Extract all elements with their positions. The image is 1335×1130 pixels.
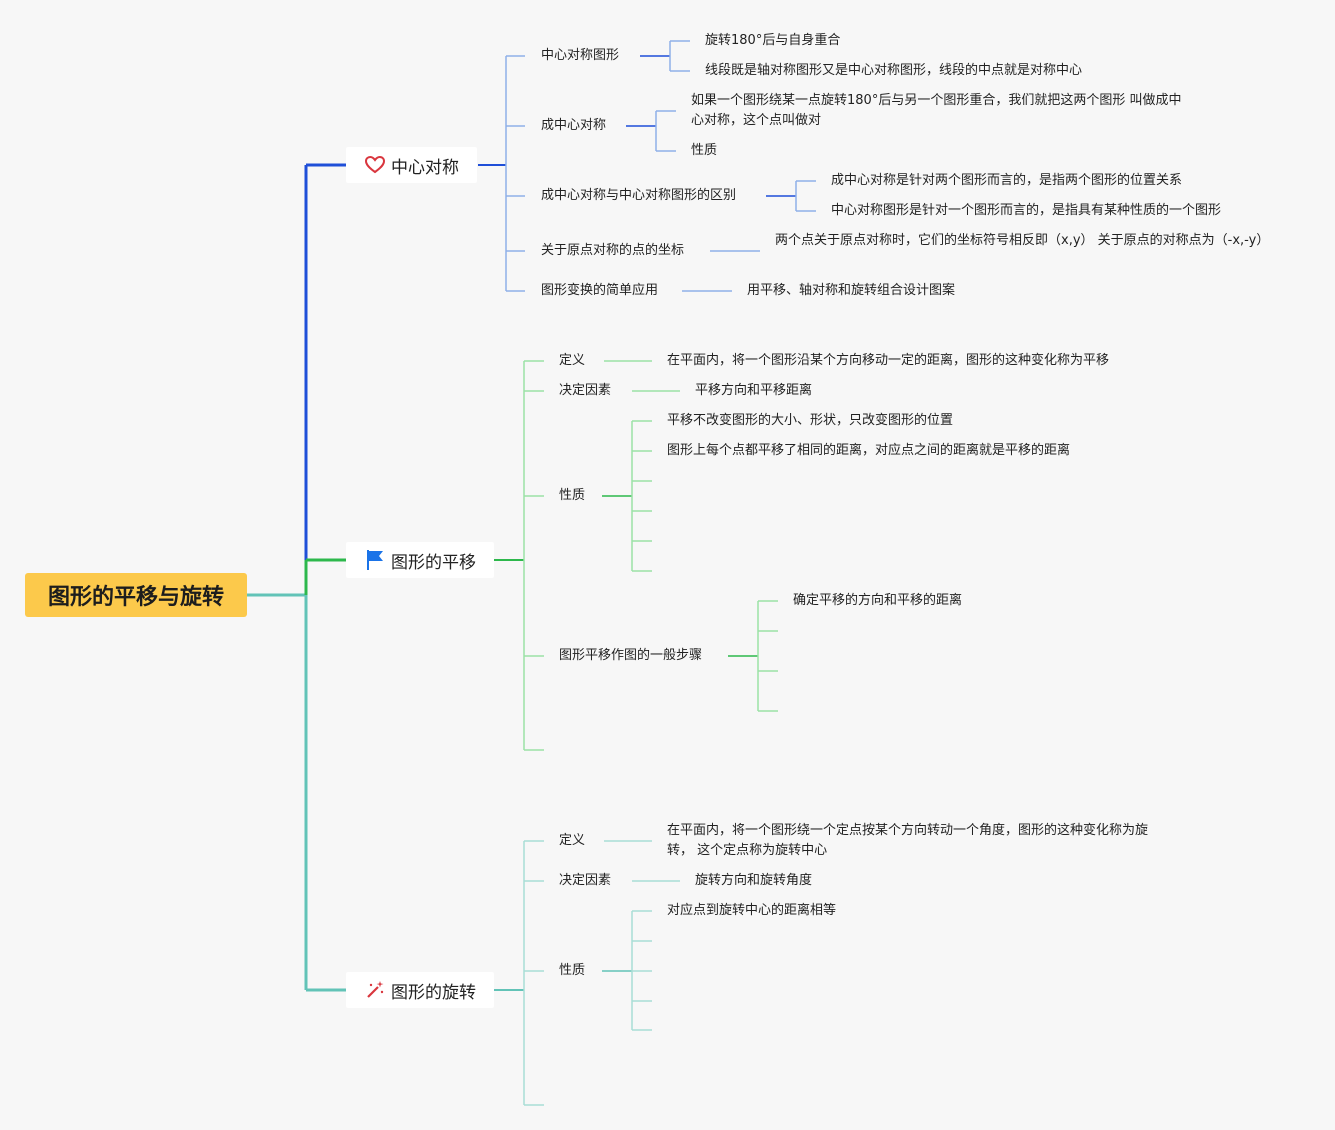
topic-translation-step-1[interactable]: 确定平移的方向和平移的距离 (793, 593, 963, 608)
topic-origin-coordinates[interactable]: 关于原点对称的点的坐标 (541, 243, 685, 258)
topic-design-pattern[interactable]: 用平移、轴对称和旋转组合设计图案 (747, 283, 956, 298)
topic-translation-definition-text[interactable]: 在平面内，将一个图形沿某个方向移动一定的距离，图形的这种变化称为平移 (667, 353, 1110, 368)
topic-translation-properties[interactable]: 性质 (559, 488, 586, 503)
topic-pair-definition[interactable]: 如果一个图形绕某一点旋转180°后与另一个图形重合，我们就把这两个图形 叫做成中… (691, 93, 1182, 128)
topic-translation-factors[interactable]: 决定因素 (559, 383, 612, 398)
topic-difference[interactable]: 成中心对称与中心对称图形的区别 (541, 188, 737, 203)
topic-difference-pair[interactable]: 成中心对称是针对两个图形而言的，是指两个图形的位置关系 (831, 173, 1183, 188)
topic-pair-property[interactable]: 性质 (691, 143, 718, 158)
topic-translation-property-2[interactable]: 图形上每个点都平移了相同的距离，对应点之间的距离就是平移的距离 (667, 443, 1071, 458)
topic-translation-definition[interactable]: 定义 (559, 353, 586, 368)
branch-translation[interactable]: 图形的平移 (346, 542, 494, 578)
topic-rotation-property-1[interactable]: 对应点到旋转中心的距离相等 (667, 903, 837, 918)
topic-segment-both-symmetric[interactable]: 线段既是轴对称图形又是中心对称图形，线段的中点就是对称中心 (705, 63, 1083, 78)
topic-rotate-180-self[interactable]: 旋转180°后与自身重合 (705, 33, 841, 48)
topic-rotation-properties[interactable]: 性质 (559, 963, 586, 978)
branch-label: 图形的平移 (391, 552, 476, 573)
topic-origin-rule[interactable]: 两个点关于原点对称时，它们的坐标符号相反即（x,y） 关于原点的对称点为（-x,… (775, 233, 1270, 248)
topic-rotation-definition[interactable]: 定义 (559, 833, 586, 848)
branch-label: 图形的旋转 (391, 982, 476, 1003)
topic-simple-application[interactable]: 图形变换的简单应用 (541, 283, 659, 298)
flag-icon (364, 549, 386, 571)
topic-rotation-definition-text[interactable]: 在平面内，将一个图形绕一个定点按某个方向转动一个角度，图形的这种变化称为旋转， … (667, 823, 1149, 858)
branch-label: 中心对称 (391, 157, 459, 178)
branch-central-symmetry[interactable]: 中心对称 (346, 147, 477, 183)
topic-rotation-factors[interactable]: 决定因素 (559, 873, 612, 888)
topic-translation-property-1[interactable]: 平移不改变图形的大小、形状，只改变图形的位置 (667, 413, 954, 428)
topic-translation-factors-text[interactable]: 平移方向和平移距离 (695, 383, 813, 398)
topic-rotation-factors-text[interactable]: 旋转方向和旋转角度 (695, 873, 813, 888)
branch-rotation[interactable]: 图形的旋转 (346, 972, 494, 1008)
magic-wand-icon (364, 979, 386, 1001)
heart-icon (364, 154, 386, 176)
topic-difference-figure[interactable]: 中心对称图形是针对一个图形而言的，是指具有某种性质的一个图形 (831, 203, 1222, 218)
topic-central-symmetry-pair[interactable]: 成中心对称 (541, 118, 607, 133)
topic-translation-steps[interactable]: 图形平移作图的一般步骤 (559, 648, 703, 663)
root-topic[interactable]: 图形的平移与旋转 (25, 573, 247, 617)
topic-central-symmetric-figure[interactable]: 中心对称图形 (541, 48, 620, 63)
